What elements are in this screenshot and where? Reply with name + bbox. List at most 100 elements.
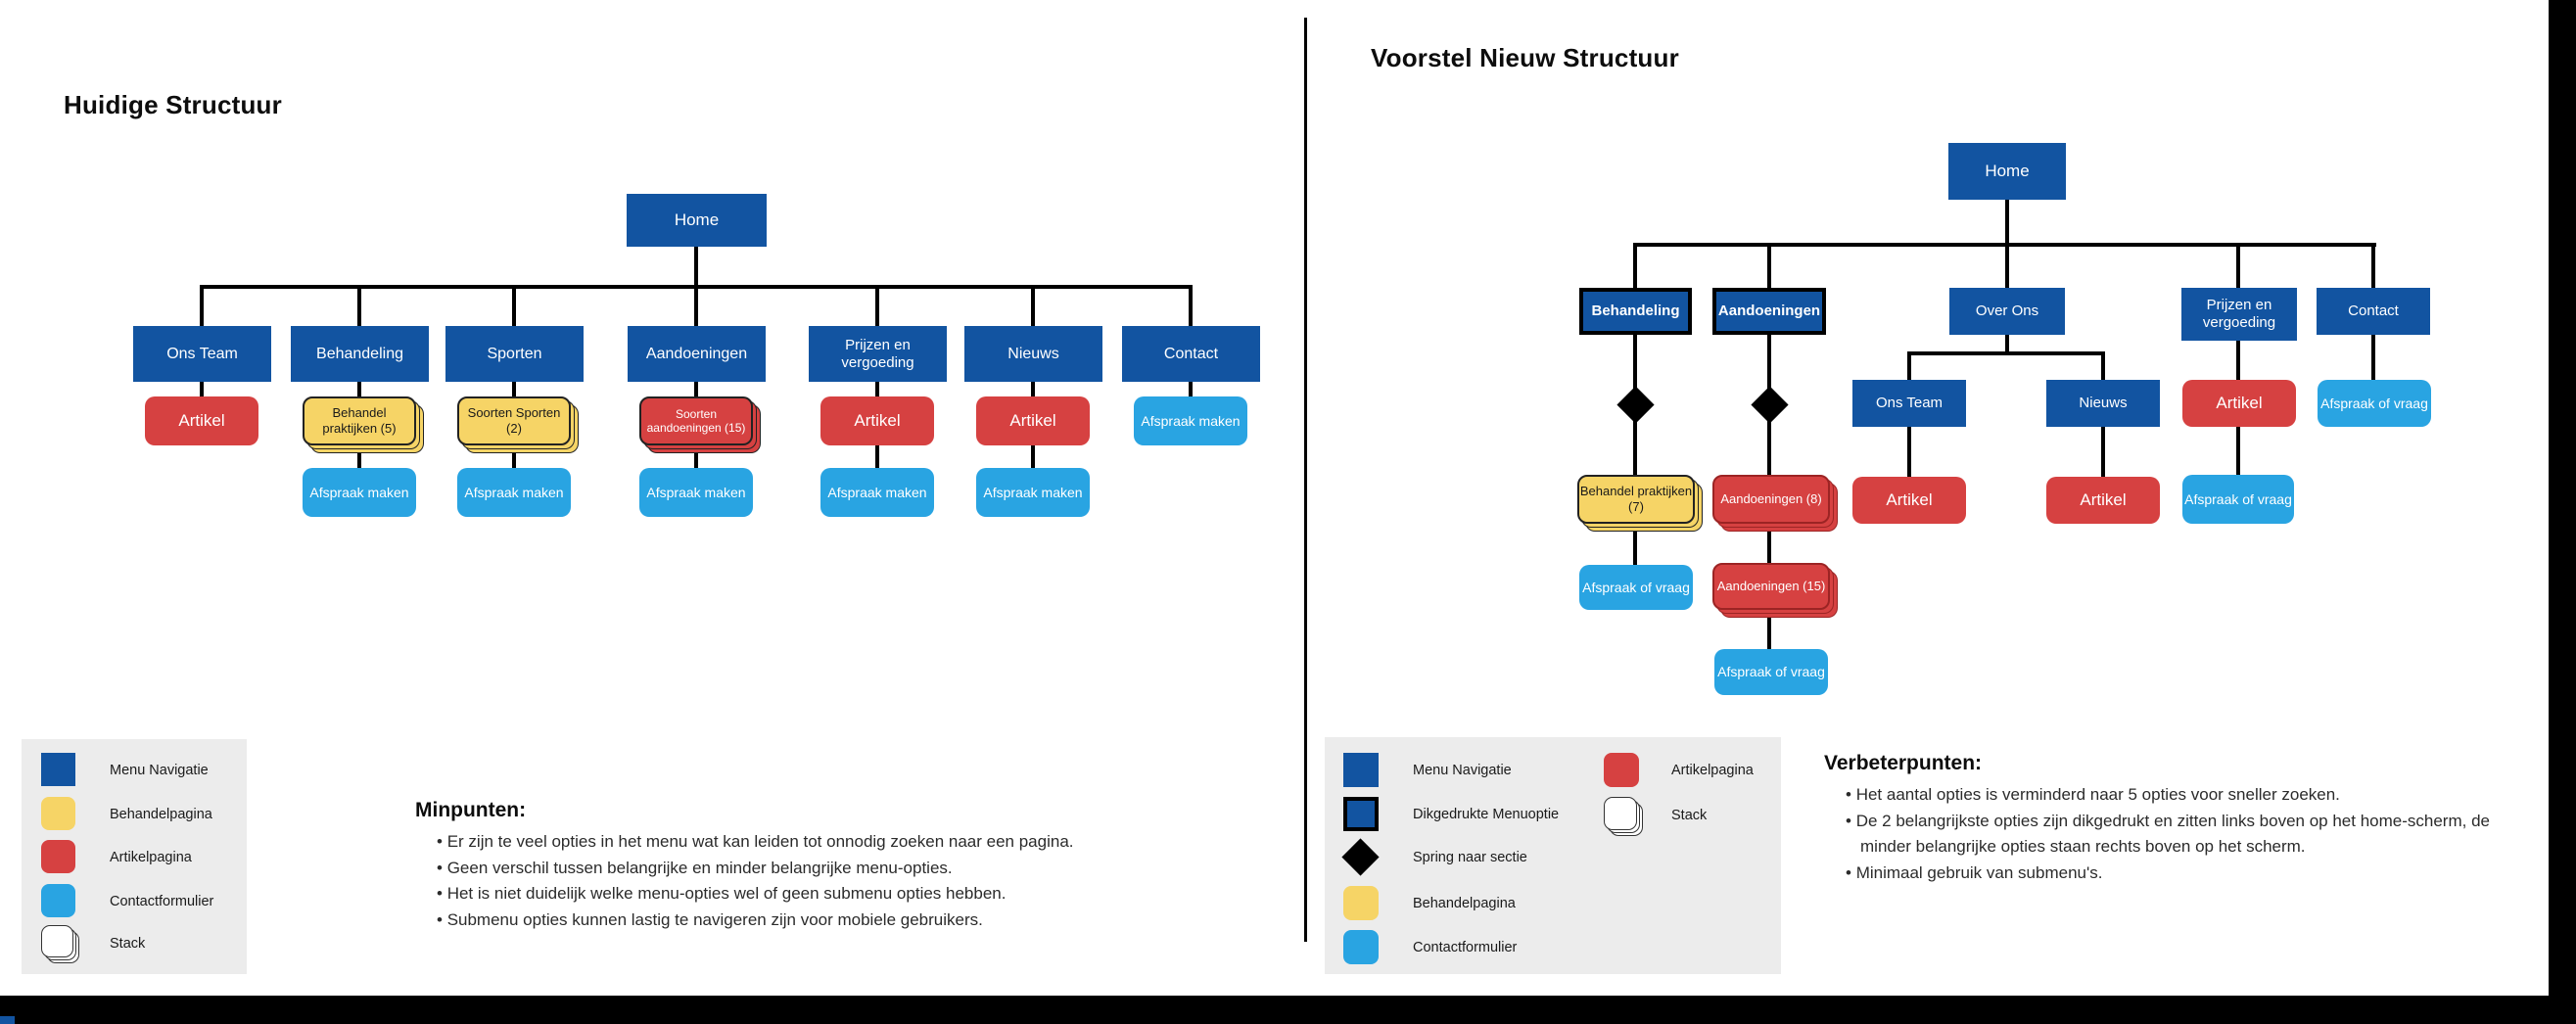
legend-label: Contactformulier xyxy=(1413,940,1518,955)
node-home: Home xyxy=(627,194,767,247)
legend-label: Menu Navigatie xyxy=(110,763,209,778)
node-prijzen-en-vergoeding: Prijzen en vergoeding xyxy=(809,326,947,382)
node-artikel: Artikel xyxy=(976,396,1090,445)
right-legend: Menu Navigatie Dikgedrukte Menuoptie Spr… xyxy=(1325,737,1781,974)
minpunten-list: Er zijn te veel opties in het menu wat k… xyxy=(415,829,1287,933)
legend-label: Stack xyxy=(110,936,146,952)
bottom-edge-bar xyxy=(0,996,2576,1024)
connector-line xyxy=(357,445,361,468)
note-item: Het aantal opties is verminderd naar 5 o… xyxy=(1846,782,2492,809)
menu-navigatie-swatch-icon xyxy=(41,753,75,786)
connector-line xyxy=(1031,289,1035,326)
behandelpagina-swatch-icon xyxy=(1343,886,1379,920)
legend-label: Artikelpagina xyxy=(110,850,192,865)
legend-label: Spring naar sectie xyxy=(1413,850,1527,865)
connector-line xyxy=(875,445,879,468)
node-soorten-aandoeningen-stack: Soorten aandoeningen (15) xyxy=(639,396,753,445)
node-nieuws: Nieuws xyxy=(964,326,1102,382)
node-afspraak-maken: Afspraak maken xyxy=(976,468,1090,517)
node-contact: Contact xyxy=(1122,326,1260,382)
connector-line xyxy=(2005,335,2009,353)
note-item: Minimaal gebruik van submenu's. xyxy=(1846,861,2492,887)
connector-line xyxy=(1907,427,1911,477)
connector-line xyxy=(1633,524,1637,565)
node-ons-team: Ons Team xyxy=(1852,380,1966,427)
artikelpagina-swatch-icon xyxy=(41,840,75,873)
node-behandel-praktijken-stack: Behandel praktijken (7) xyxy=(1577,475,1695,524)
legend-label: Contactformulier xyxy=(110,894,214,909)
node-afspraak-maken: Afspraak maken xyxy=(820,468,934,517)
node-over-ons: Over Ons xyxy=(1949,288,2065,335)
legend-label: Behandelpagina xyxy=(110,807,212,822)
menu-navigatie-swatch-icon xyxy=(1343,753,1379,787)
spring-naar-sectie-diamond-icon xyxy=(1751,386,1789,424)
contactformulier-swatch-icon xyxy=(1343,930,1379,964)
node-afspraak-maken: Afspraak maken xyxy=(457,468,571,517)
node-afspraak-of-vraag: Afspraak of vraag xyxy=(2182,475,2294,524)
connector-line xyxy=(1633,243,2376,247)
connector-line xyxy=(694,445,698,468)
connector-line xyxy=(1907,353,1911,380)
minpunten-title: Minpunten: xyxy=(415,799,527,821)
connector-line xyxy=(1189,289,1193,326)
connector-line xyxy=(1767,247,1771,288)
cutoff-blue-box xyxy=(0,1016,15,1024)
node-artikel: Artikel xyxy=(2046,477,2160,524)
stack-swatch-icon xyxy=(41,925,73,957)
connector-line xyxy=(875,289,879,326)
connector-line xyxy=(2236,427,2240,475)
dikgedrukte-menuoptie-swatch-icon xyxy=(1343,797,1379,831)
legend-label: Menu Navigatie xyxy=(1413,763,1512,778)
legend-label: Dikgedrukte Menuoptie xyxy=(1413,807,1560,822)
connector-line xyxy=(2005,200,2009,245)
node-prijzen-en-vergoeding: Prijzen en vergoeding xyxy=(2181,288,2297,341)
connector-line xyxy=(512,289,516,326)
node-nieuws: Nieuws xyxy=(2046,380,2160,427)
left-legend: Menu Navigatie Behandelpagina Artikelpag… xyxy=(22,739,247,974)
panel-divider xyxy=(1304,18,1307,942)
note-item: Submenu opties kunnen lastig te navigere… xyxy=(437,908,1287,934)
note-item: De 2 belangrijkste opties zijn dikgedruk… xyxy=(1846,809,2492,861)
connector-line xyxy=(694,247,698,287)
connector-line xyxy=(2371,335,2375,380)
node-afspraak-maken: Afspraak maken xyxy=(303,468,416,517)
connector-line xyxy=(2236,247,2240,288)
node-afspraak-of-vraag: Afspraak of vraag xyxy=(1579,565,1693,610)
connector-line xyxy=(2371,247,2375,288)
note-item: Er zijn te veel opties in het menu wat k… xyxy=(437,829,1287,856)
node-behandeling-bold: Behandeling xyxy=(1579,288,1692,335)
right-panel-title: Voorstel Nieuw Structuur xyxy=(1371,43,1679,72)
connector-line xyxy=(357,382,361,396)
node-artikel: Artikel xyxy=(2182,380,2296,427)
connector-line xyxy=(2101,427,2105,477)
node-artikel: Artikel xyxy=(820,396,934,445)
node-aandoeningen-8-stack: Aandoeningen (8) xyxy=(1712,475,1830,524)
behandelpagina-swatch-icon xyxy=(41,797,75,830)
connector-line xyxy=(694,289,698,326)
connector-line xyxy=(1031,382,1035,396)
connector-line xyxy=(1031,445,1035,468)
connector-line xyxy=(694,382,698,396)
connector-line xyxy=(200,285,1193,289)
spring-naar-sectie-diamond-icon xyxy=(1616,386,1655,424)
node-aandoeningen-bold: Aandoeningen xyxy=(1712,288,1826,335)
connector-line xyxy=(2005,247,2009,288)
node-home: Home xyxy=(1948,143,2066,200)
node-behandeling: Behandeling xyxy=(291,326,429,382)
connector-line xyxy=(200,382,204,396)
node-aandoeningen-15-stack: Aandoeningen (15) xyxy=(1712,563,1830,610)
node-afspraak-of-vraag: Afspraak of vraag xyxy=(2318,380,2431,427)
artikelpagina-swatch-icon xyxy=(1604,753,1639,787)
node-behandel-praktijken-stack: Behandel praktijken (5) xyxy=(303,396,416,445)
right-edge-bar xyxy=(2549,0,2576,1024)
node-aandoeningen: Aandoeningen xyxy=(628,326,766,382)
legend-label: Stack xyxy=(1671,808,1708,823)
node-artikel: Artikel xyxy=(145,396,258,445)
verbeterpunten-title: Verbeterpunten: xyxy=(1824,752,1983,774)
verbeterpunten-notes: Verbeterpunten: Het aantal opties is ver… xyxy=(1824,752,2529,886)
left-panel-title: Huidige Structuur xyxy=(64,90,282,119)
verbeterpunten-list: Het aantal opties is verminderd naar 5 o… xyxy=(1824,782,2492,886)
node-soorten-sporten-stack: Soorten Sporten (2) xyxy=(457,396,571,445)
connector-line xyxy=(1189,382,1193,396)
